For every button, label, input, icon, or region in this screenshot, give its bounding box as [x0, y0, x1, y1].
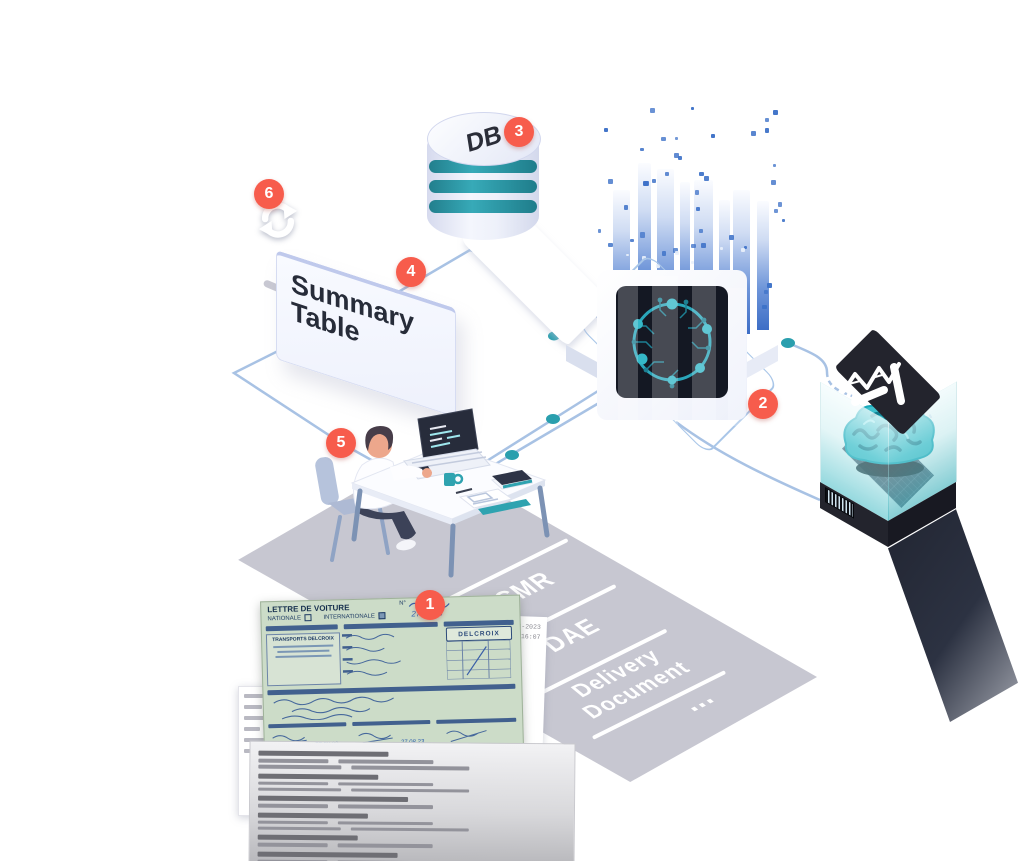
- chip-reflection: [652, 276, 678, 430]
- chip-reflection: [618, 282, 638, 428]
- cmr-carrier: TRANSPORTS DELCROIX: [272, 635, 334, 644]
- cmr-consignment-note: LETTRE DE VOITURE NATIONALE INTERNATIONA…: [260, 594, 524, 754]
- step-badge-2: 2: [748, 389, 778, 419]
- db-label: DB: [464, 119, 504, 158]
- step-badge-5: 5: [326, 428, 356, 458]
- db-band: [429, 200, 537, 213]
- step-badge-6: 6: [254, 179, 284, 209]
- worker-illustration: [315, 408, 550, 578]
- step-badge-1: 1: [415, 590, 445, 620]
- cmr-number-prefix: N°: [399, 600, 406, 607]
- extracted-form-document: [248, 740, 576, 861]
- step-badge-3: 3: [504, 117, 534, 147]
- step-badge-4: 4: [396, 257, 426, 287]
- database-cylinder: DB: [427, 112, 541, 262]
- person-arm: [390, 465, 426, 481]
- cmr-national: NATIONALE: [267, 615, 302, 623]
- db-band: [429, 160, 537, 173]
- chip-reflection: [692, 280, 716, 430]
- desk-items: [444, 470, 534, 515]
- cmr-fields-handwriting: [341, 633, 401, 676]
- dna-logo-icon: [841, 362, 905, 406]
- db-band: [429, 180, 537, 193]
- chip-reflection: [728, 288, 746, 426]
- cmr-international: INTERNATIONALE: [323, 613, 376, 621]
- person-hand: [422, 468, 432, 478]
- cmr-signature-table: [446, 639, 512, 680]
- cmr-description-handwriting: [273, 696, 394, 721]
- chip-circuit-brain-icon: [631, 297, 712, 389]
